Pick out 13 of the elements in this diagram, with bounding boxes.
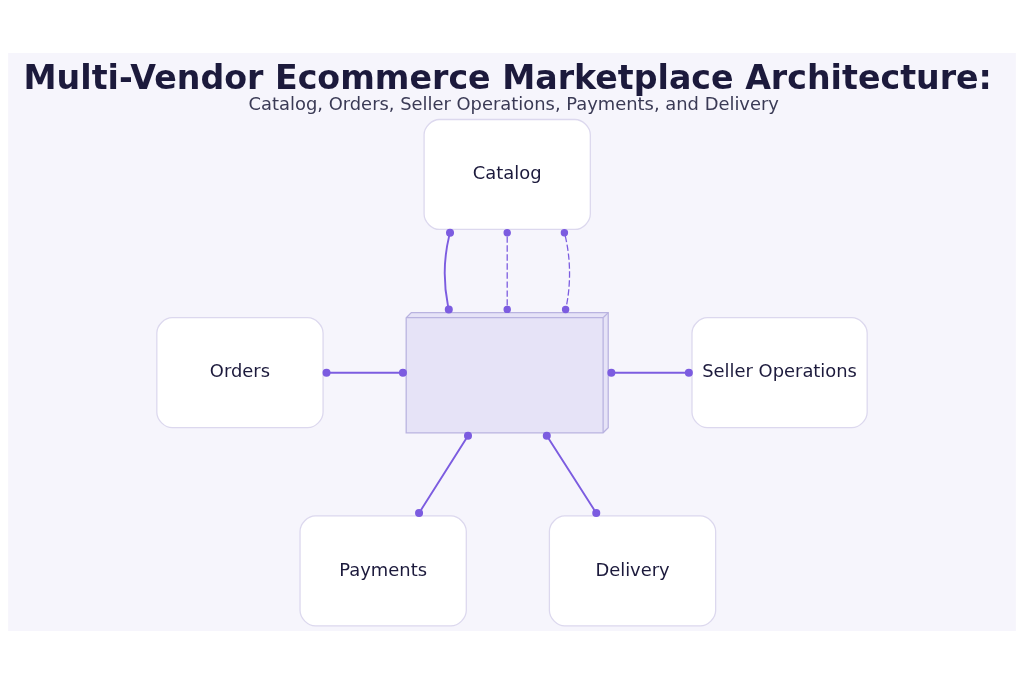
connector (542, 431, 601, 517)
connector (607, 368, 693, 377)
connector (443, 228, 455, 313)
connector (415, 431, 473, 517)
node-box: Payments (299, 514, 467, 626)
connector (560, 228, 571, 313)
node-box: Delivery (548, 514, 717, 626)
diagram-title: Multi-Vendor Ecommerce Marketplace Architecture: (23, 57, 992, 97)
connector (322, 368, 407, 377)
node-box: Catalog (423, 118, 591, 230)
connector (503, 228, 511, 313)
node-box: Seller Operations (691, 316, 868, 428)
node-box: Orders (156, 316, 324, 428)
